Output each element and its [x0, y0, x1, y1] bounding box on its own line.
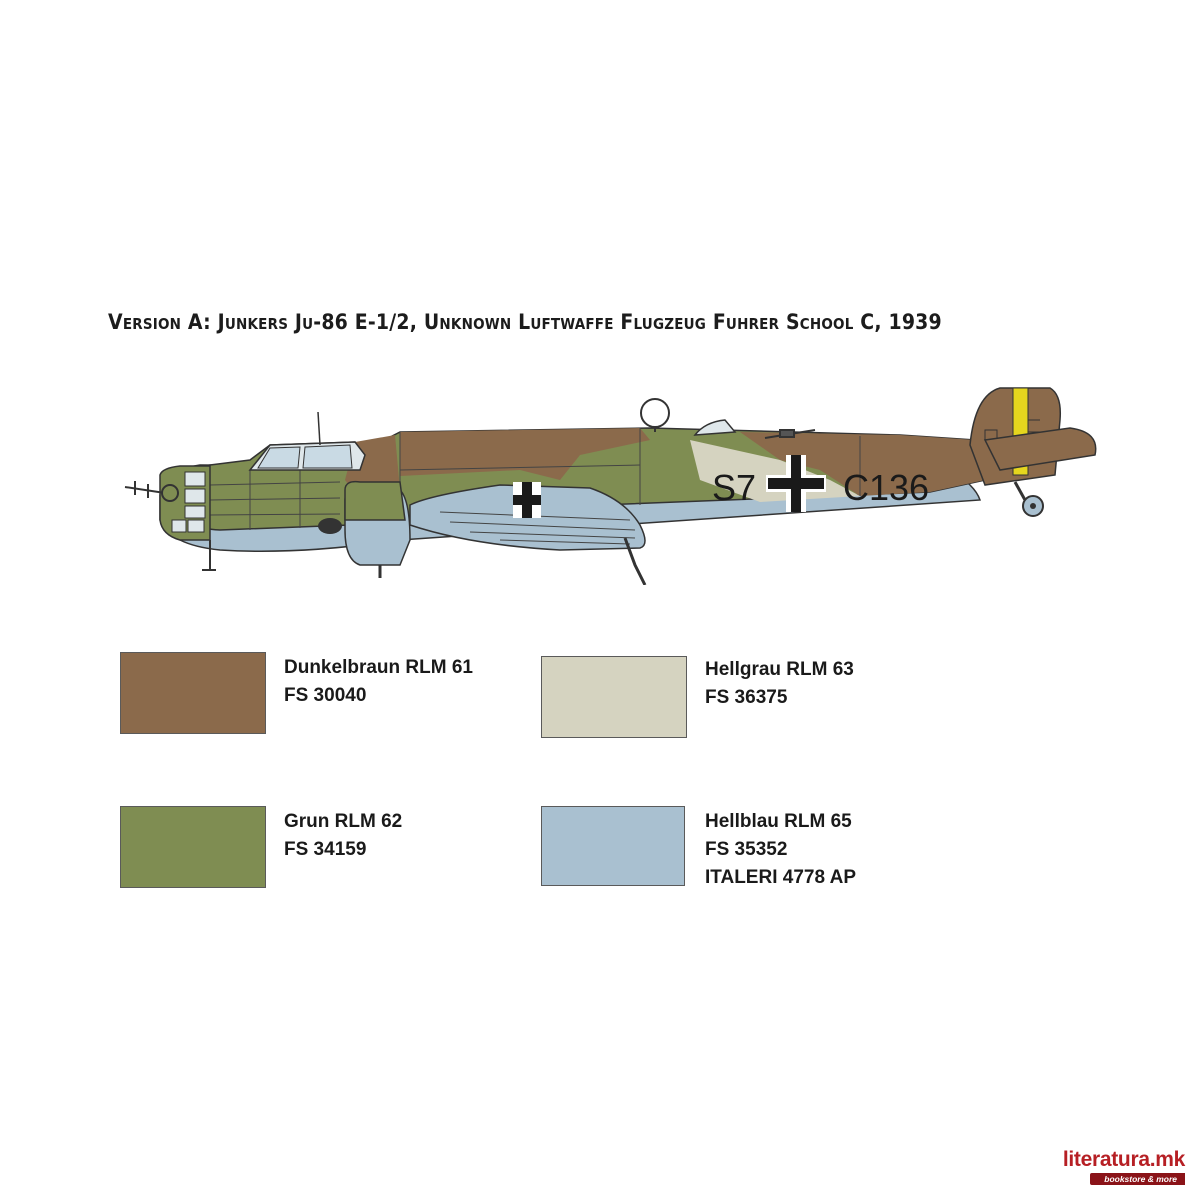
literatura-logo[interactable]: literatura.mk bookstore & more	[1063, 1148, 1185, 1186]
label-grun: Grun RLM 62 FS 34159	[284, 811, 403, 860]
logo-text: literatura.mk	[1062, 1148, 1185, 1171]
camo-patch-brown-mid	[400, 428, 650, 480]
label-hellgrau: Hellgrau RLM 63 FS 36375	[705, 659, 854, 708]
code-right: C136	[843, 467, 929, 508]
aircraft-side-profile: S7 C136	[124, 387, 1097, 585]
label-dunkelbraun: Dunkelbraun RLM 61 FS 30040	[284, 657, 473, 706]
tailplane	[983, 427, 1097, 471]
wing-balkenkreuz	[513, 482, 541, 518]
version-title: Version A: Junkers Ju-86 E-1/2, Unknown …	[108, 310, 942, 334]
radio-loop	[640, 398, 670, 428]
label-hellblau: Hellblau RLM 65 FS 35352 ITALERI 4778 AP	[705, 811, 856, 888]
swatch-grun	[120, 806, 266, 888]
camo-patch-brown-rear	[740, 432, 985, 496]
code-left: S7	[712, 467, 756, 508]
dorsal-gun-position	[693, 419, 737, 436]
swatch-dunkelbraun	[120, 652, 266, 734]
swatch-hellgrau	[541, 656, 687, 738]
fuselage-balkenkreuz	[766, 455, 826, 512]
swatch-hellblau	[541, 806, 685, 886]
logo-tagline: bookstore & more	[1090, 1173, 1185, 1185]
